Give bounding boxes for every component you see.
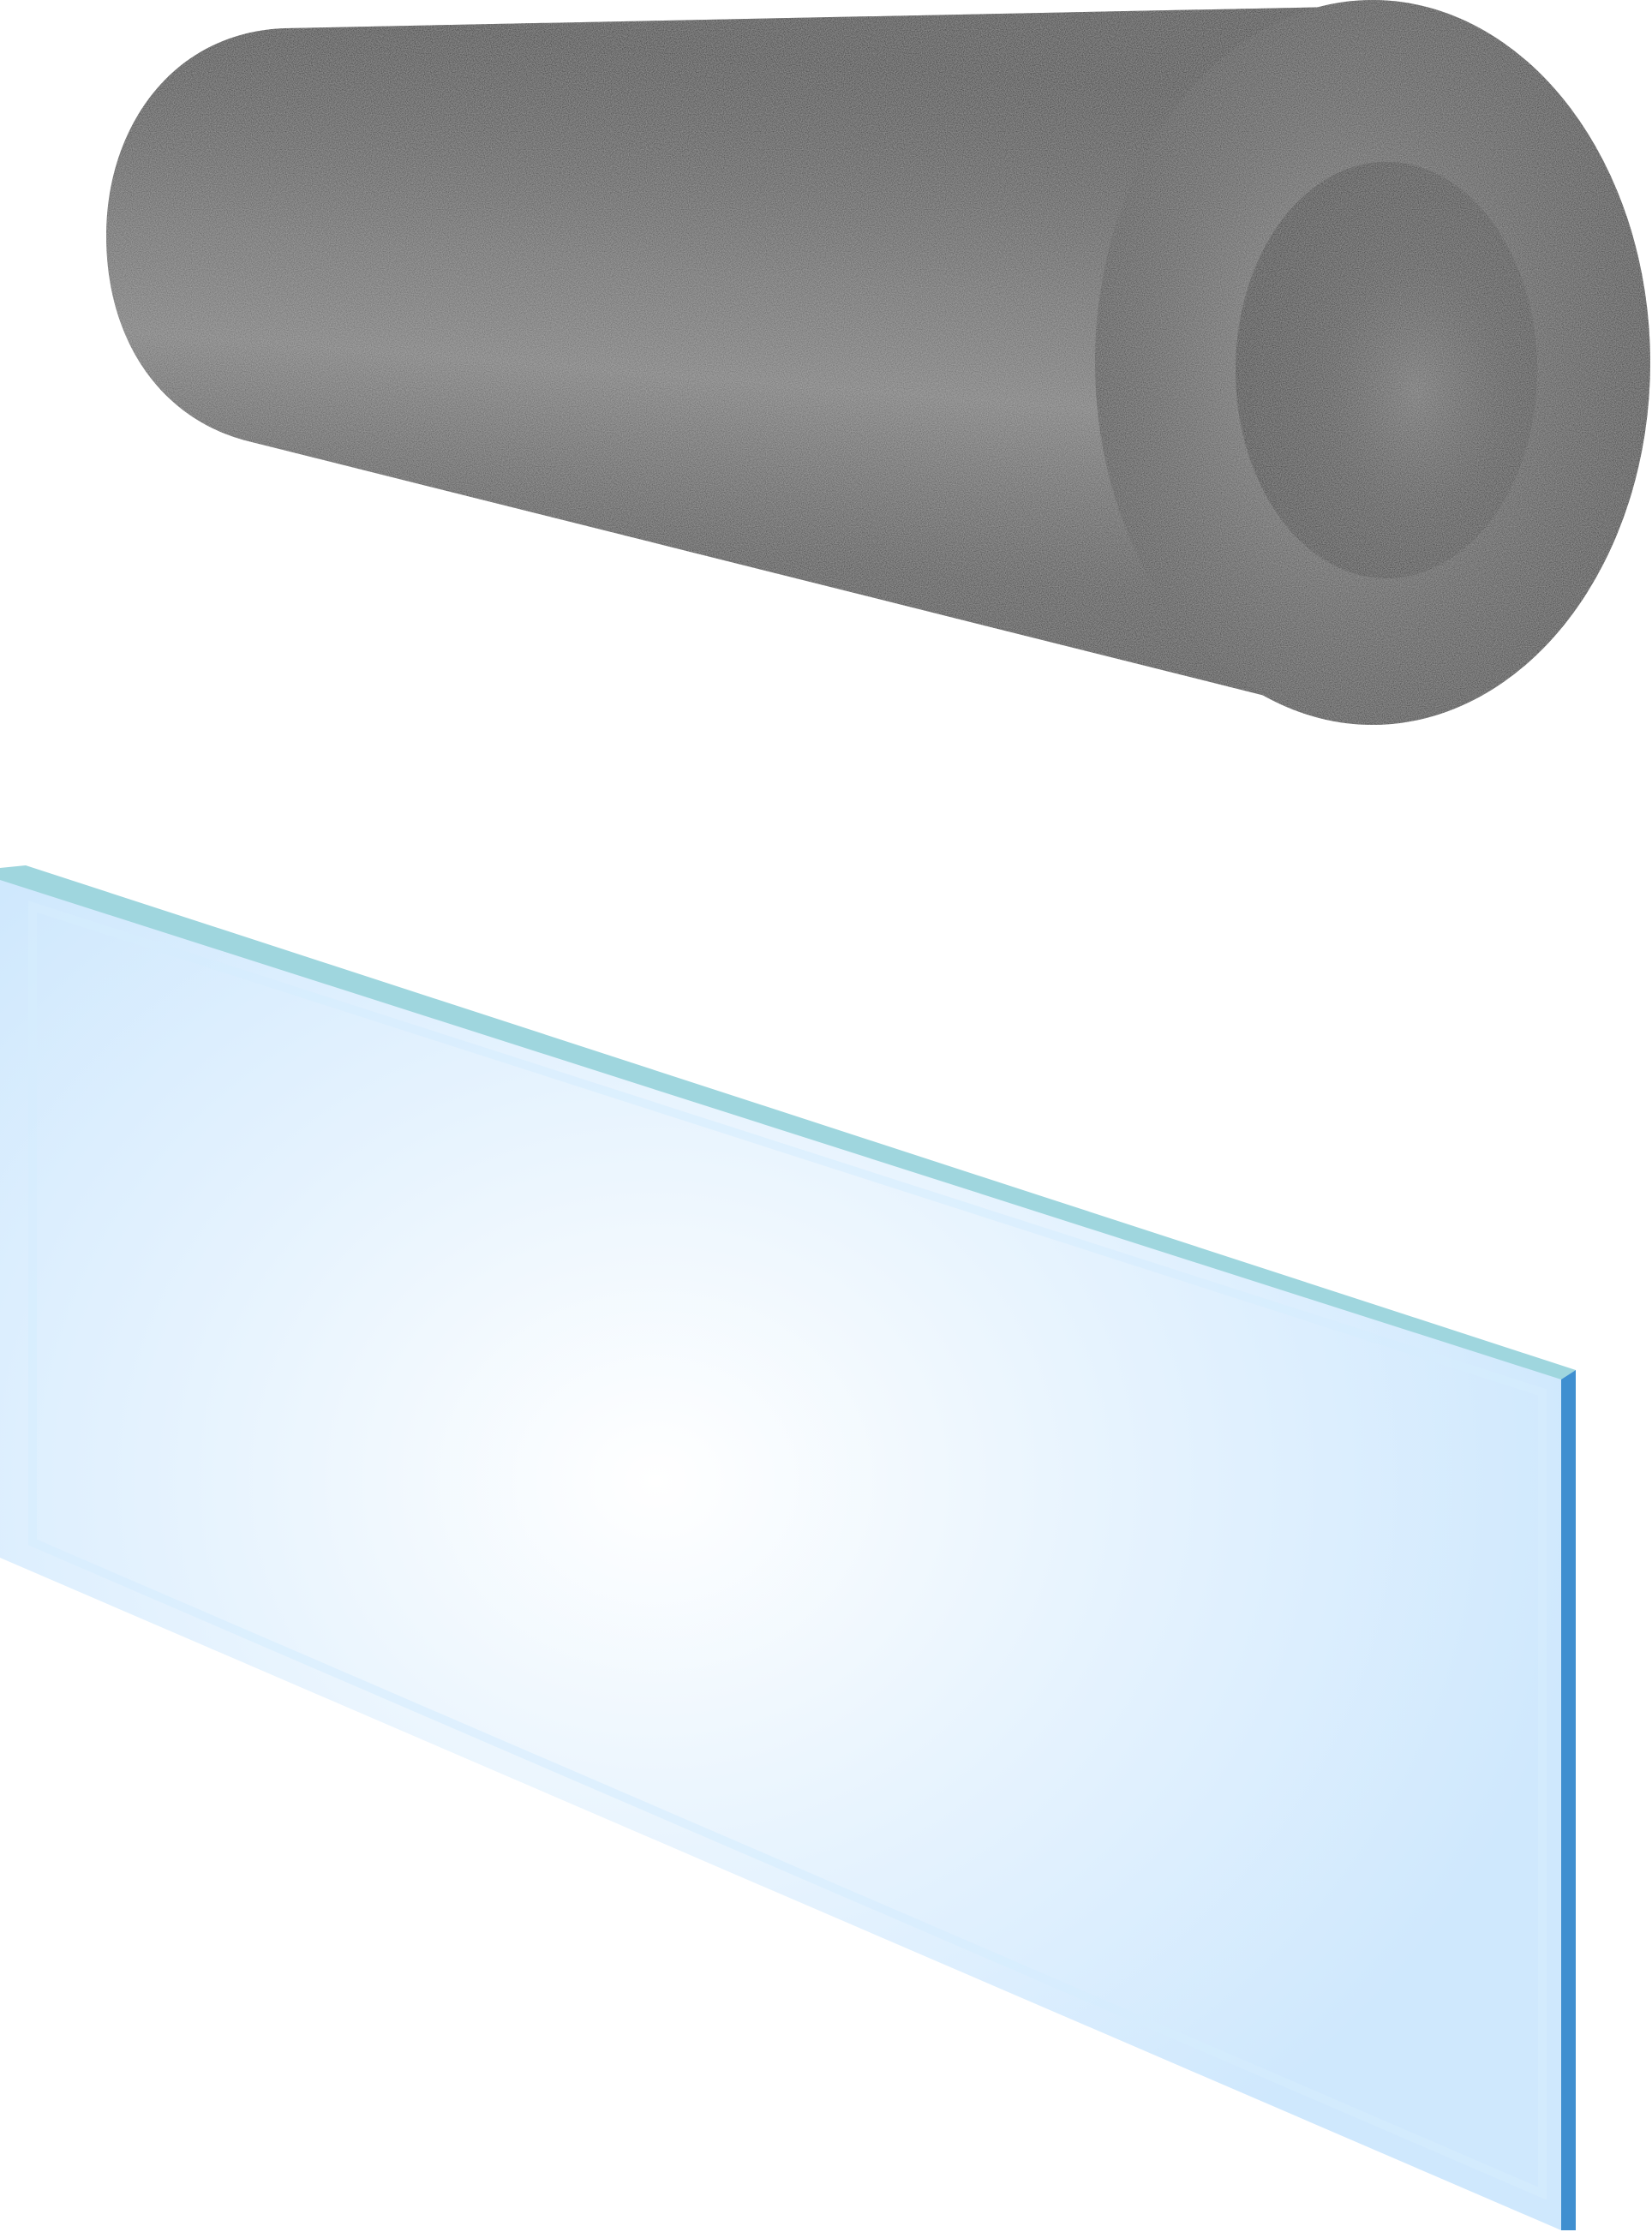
glass-pane [0,865,1576,2230]
cylinder-bore-hole [1236,162,1537,578]
glass-side-edge [1561,1370,1576,2230]
glass-face [0,868,1561,2230]
glass-top-edge [0,865,1576,1379]
graphite-cylinder [106,0,1650,725]
cylinder-body [106,7,1354,718]
glass-inner-border [28,901,1547,2200]
